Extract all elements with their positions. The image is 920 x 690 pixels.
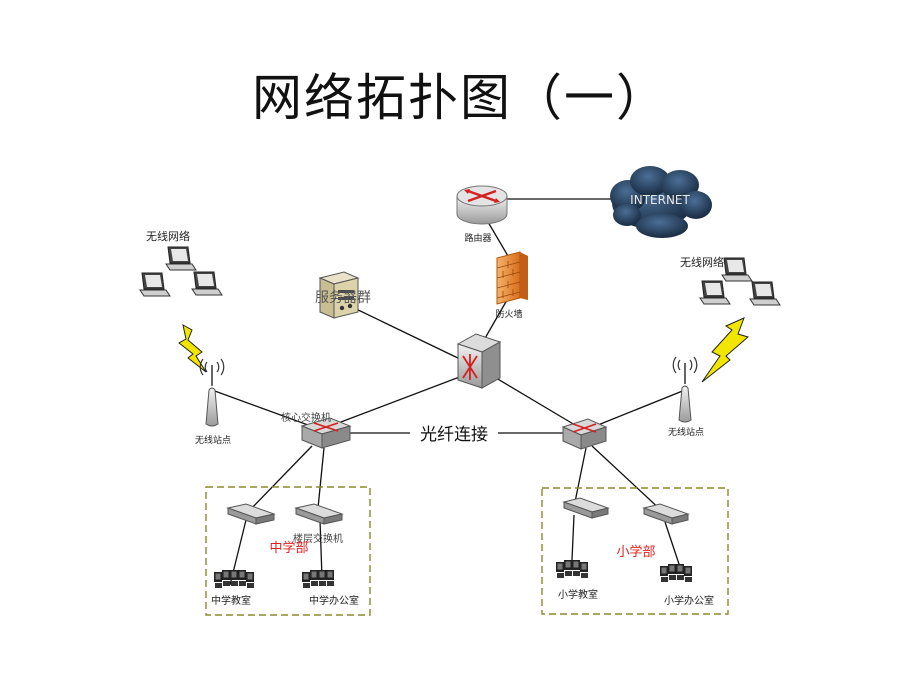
ap-left-label: 无线站点 (195, 434, 231, 446)
primary-office-label: 小学办公室 (664, 594, 714, 607)
left-switch-icon (300, 417, 352, 449)
internet-label: INTERNET (630, 193, 690, 207)
internet-cloud-icon (610, 166, 712, 238)
right-switch-icon (561, 418, 608, 450)
ap-left-link (211, 389, 309, 426)
wireless-right-label: 无线网络 (680, 255, 724, 269)
classroom-pcs-icon (214, 570, 254, 588)
lightning-icon (701, 317, 750, 383)
access4-to-office (664, 521, 681, 568)
left-to-access2 (317, 447, 325, 509)
core-switch-label: 核心交换机 (281, 411, 331, 424)
left-to-access1 (245, 445, 313, 515)
middle-school-label: 中学部 (269, 540, 308, 556)
ap-right-label: 无线站点 (668, 426, 704, 438)
access2-to-office (319, 519, 323, 579)
laptop-icon (139, 246, 223, 297)
server-label: 服务器群 (315, 290, 371, 306)
core-left-switch-link (324, 369, 479, 429)
middle-school-group (205, 486, 371, 616)
fiber-label: 光纤连接 (420, 425, 488, 445)
links (211, 198, 686, 586)
office-pcs-icon (302, 570, 334, 588)
wireless-left-label: 无线网络 (146, 229, 190, 243)
office-pcs-icon (660, 564, 692, 582)
primary-school-label: 小学部 (616, 544, 655, 560)
access-switch-icon (562, 497, 610, 519)
primary-classroom-label: 小学教室 (558, 588, 598, 601)
right-to-access1 (574, 447, 587, 503)
middle-classroom-label: 中学教室 (211, 594, 251, 607)
server-core-link (351, 306, 463, 361)
middle-office-label: 中学办公室 (309, 594, 359, 607)
access-switch-icon (642, 503, 690, 525)
server-icon (318, 271, 360, 319)
access3-to-class (571, 514, 575, 561)
access-switch-label: 楼层交换机 (293, 532, 343, 545)
right-to-access2 (591, 445, 664, 513)
wireless-ap-right-icon (672, 356, 698, 423)
wireless-ap-left-icon (199, 358, 225, 427)
access-switch-icon (294, 503, 344, 525)
firewall-label: 防火墙 (495, 308, 522, 320)
ap-right-link (597, 389, 686, 426)
router-firewall-link (487, 221, 509, 257)
core-switch-icon (456, 333, 502, 389)
firewall-core-link (483, 299, 508, 341)
page-title: 网络拓扑图（一） (252, 69, 668, 127)
access-switch-icon (226, 503, 276, 525)
router-icon (456, 185, 508, 225)
lightning-icon (178, 324, 207, 373)
core-right-switch-link (485, 371, 581, 429)
firewall-icon (496, 251, 528, 305)
primary-school-group (541, 487, 729, 615)
router-label: 路由器 (464, 232, 491, 244)
classroom-pcs-icon (556, 560, 588, 578)
